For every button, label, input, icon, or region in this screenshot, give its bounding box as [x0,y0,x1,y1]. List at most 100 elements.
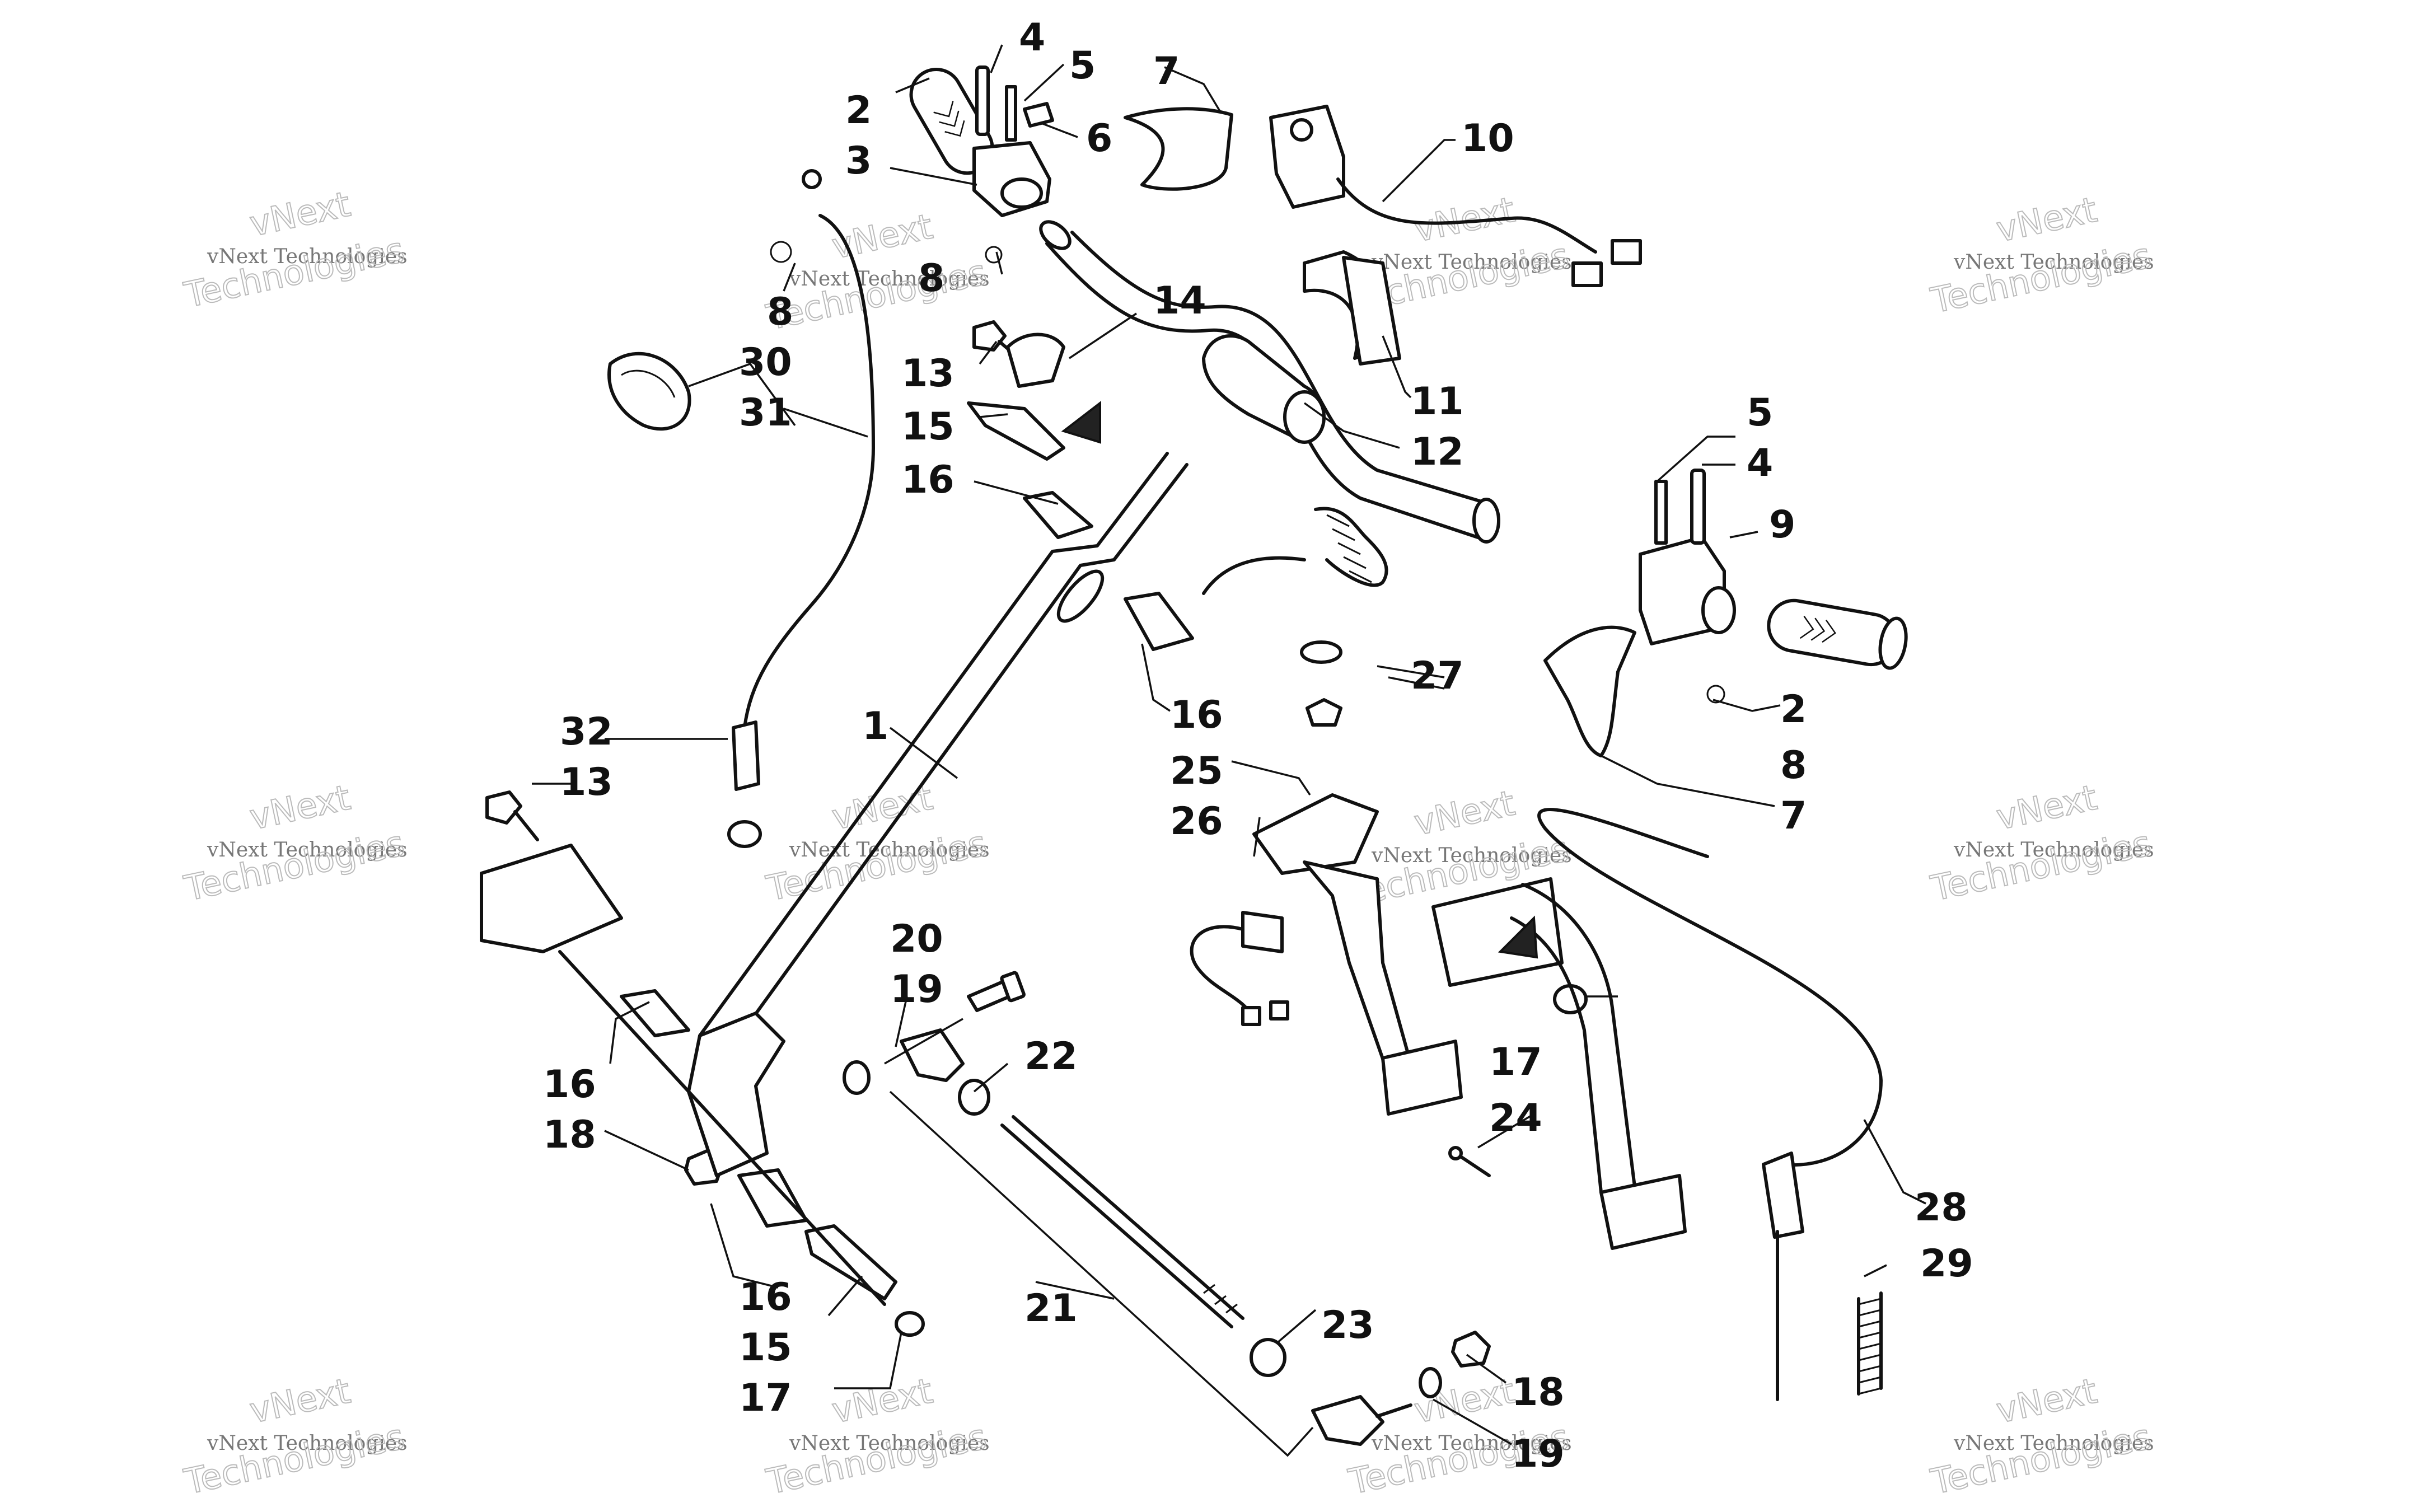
throttle-cable-part [1537,808,1883,1401]
watermark-big-line2: Technologies [1927,822,2155,909]
control-block-left-part [972,141,1051,217]
callout-17-bottom: 17 [739,1376,792,1420]
watermark-top-right: vNext Technologies vNext Technologies [1927,189,2155,322]
callout-12: 12 [1411,430,1464,474]
callout-1: 1 [862,704,888,748]
bushing-16a-part [1023,491,1093,539]
callout-20: 20 [890,917,943,961]
pin-right-5 [1654,480,1668,545]
watermark-top-center: vNext Technologies vNext Technologies [762,205,991,339]
rod-end-lower-part [1311,1395,1412,1446]
callout-7-top: 7 [1153,49,1180,93]
callout-19-top: 19 [890,967,943,1012]
arrow-marker-upper [1061,400,1101,444]
washer-19b-part [1419,1367,1442,1398]
control-block-right-part [1639,536,1736,645]
leader-lines [532,44,1926,1457]
watermark-bottom-left: vNext Technologies vNext Technologies [180,1370,409,1503]
watermark-big-line2: Technologies [1927,1416,2155,1502]
rod-end-upper-part [900,1028,965,1082]
callout-7-bottom: 7 [1780,794,1807,838]
watermark-big-line1: vNext [1993,1370,2100,1431]
watermark-big-line1: vNext [1993,189,2100,250]
callout-32: 32 [560,710,613,754]
callout-3: 3 [845,139,872,183]
brake-cable-part [743,169,875,729]
callout-8-left: 8 [767,290,793,334]
watermark-big-line2: Technologies [181,1416,408,1502]
callout-16-top: 16 [901,458,955,502]
clamp-15b-part [804,1224,897,1300]
handlebar-part [1039,220,1500,544]
callout-16-left: 16 [543,1062,596,1107]
callout-5-left: 5 [1069,44,1096,88]
watermark-mid-left: vNext Technologies vNext Technologies [180,776,409,910]
clamp-15a-part [967,401,1065,461]
arrow-marker-lower [1498,915,1538,959]
e-clip-8a [770,241,792,263]
watermark-mid-right: vNext Technologies vNext Technologies [1927,776,2155,910]
callout-2-right: 2 [1780,687,1807,732]
callout-8-right: 8 [1780,743,1807,788]
bushing-16c-part [620,989,690,1037]
strap-30-part [607,352,691,431]
watermark-big-line1: vNext [1993,777,2100,838]
watermark-bottom-right: vNext Technologies vNext Technologies [1927,1370,2155,1503]
watermark-big-line1: vNext [246,1370,354,1431]
watermark-small-text: vNext Technologies [789,1432,990,1455]
steering-arm-part [480,844,886,1306]
bushing-17a-part [895,1311,925,1337]
cable-end-32-part [727,720,762,848]
callout-16-mid: 16 [1170,693,1223,737]
watermark-big-line1: vNext [829,1370,936,1431]
e-clip-8b [985,246,1003,264]
callout-13-top: 13 [901,352,955,396]
watermark-small-text: vNext Technologies [789,839,990,862]
support-arm-part [1431,877,1687,1250]
callout-13-left: 13 [560,760,613,804]
callout-18-left: 18 [543,1113,596,1157]
callout-26: 26 [1170,799,1223,844]
watermark-big-line2: Technologies [1927,235,2155,321]
clamp-14-part [1006,333,1065,388]
tether-switch-part [1202,507,1388,727]
hand-guard-right-part [1543,625,1636,757]
watermark-big-line2: Technologies [763,822,990,909]
watermark-bottom-center: vNext Technologies vNext Technologies [762,1370,991,1503]
callout-labels: 1 2 2 3 4 4 5 5 6 7 7 8 8 8 9 10 11 12 1… [543,16,1973,1476]
heater-element-part [1303,250,1401,366]
callout-5-right: 5 [1747,391,1773,435]
watermark-big-line2: Technologies [181,822,408,909]
watermark-small-text: vNext Technologies [207,839,408,862]
watermark-small-text: vNext Technologies [207,1432,408,1455]
callout-4-right: 4 [1747,441,1773,485]
bushing-16d-part [737,1168,808,1228]
clip-6-part [1023,102,1054,128]
callout-2-left: 2 [845,88,872,133]
e-clip-8c [1706,685,1725,704]
callout-8-center: 8 [918,256,944,301]
spring-29-part [1857,1291,1883,1396]
watermark-top-left: vNext Technologies vNext Technologies [180,183,409,316]
hand-guard-left-part [1124,107,1233,191]
tie-rod-part [1000,1115,1244,1328]
watermark-big-line2: Technologies [181,229,408,315]
callout-24: 24 [1489,1096,1542,1140]
watermark-small-text: vNext Technologies [1953,839,2154,862]
watermark-small-text: vNext Technologies [1371,1432,1572,1455]
watermark-big-line1: vNext [246,184,354,245]
screw-24-part [1448,1146,1491,1177]
bolt-13b-part [485,790,539,841]
watermark-big-line2: Technologies [763,251,990,338]
callout-6: 6 [1086,116,1112,161]
callout-19-bottom: 19 [1512,1432,1565,1476]
steering-post-part [698,452,1189,1054]
watermark-big-line1: vNext [246,777,354,838]
callout-17-right: 17 [1489,1040,1542,1084]
callout-29: 29 [1920,1242,1973,1286]
grip-right-part [1767,598,1908,670]
pin-left-4 [975,65,990,136]
bushing-16b-part [1124,592,1194,651]
bolt-20-part [967,971,1026,1012]
